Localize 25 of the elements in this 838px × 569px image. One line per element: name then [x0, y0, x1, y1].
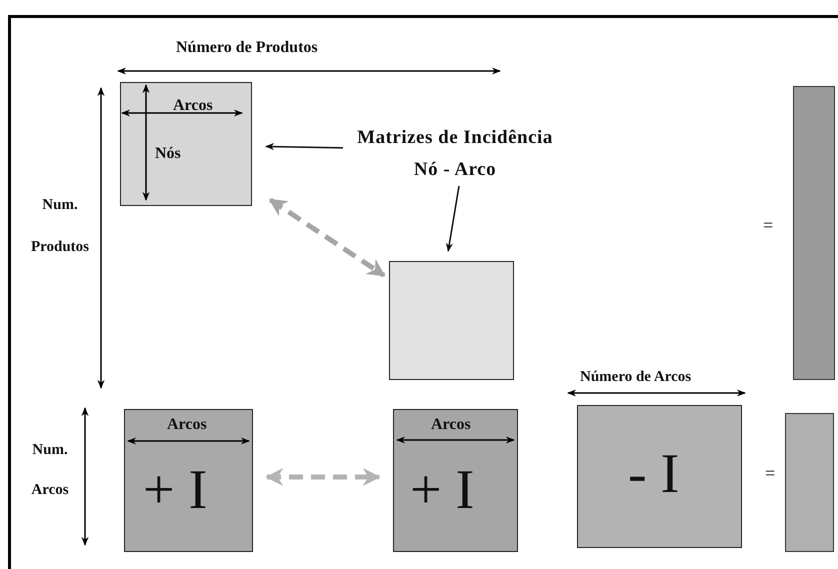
matrix-block — [124, 409, 253, 552]
arrow — [265, 143, 344, 150]
matrix-symbol: + I — [410, 458, 474, 522]
arrow — [268, 198, 386, 278]
matrix-symbol: - I — [628, 442, 680, 506]
vector-bar — [793, 86, 835, 380]
matrix-block — [120, 82, 252, 206]
dimension-label: Num. Produtos — [30, 196, 90, 257]
equals-sign: = — [763, 215, 774, 236]
annotation-text: Matrizes de Incidência Nó - Arco — [345, 122, 565, 184]
matrix-symbol: + I — [143, 458, 208, 522]
dimension-label: Num. Arcos — [30, 441, 70, 500]
axis-label: Arcos — [167, 416, 207, 434]
equals-sign: = — [765, 463, 776, 484]
axis-label: Arcos — [173, 97, 213, 115]
axis-label: Nós — [155, 145, 181, 163]
matrix-block — [393, 409, 518, 552]
dimension-label: Número de Arcos — [580, 369, 692, 386]
arrow — [446, 186, 460, 252]
arrow — [265, 468, 381, 486]
dimension-label: Número de Produtos — [176, 39, 318, 57]
axis-label: Arcos — [431, 416, 471, 434]
vector-bar — [785, 413, 834, 552]
matrix-block — [577, 405, 742, 548]
matrix-block — [389, 261, 514, 380]
